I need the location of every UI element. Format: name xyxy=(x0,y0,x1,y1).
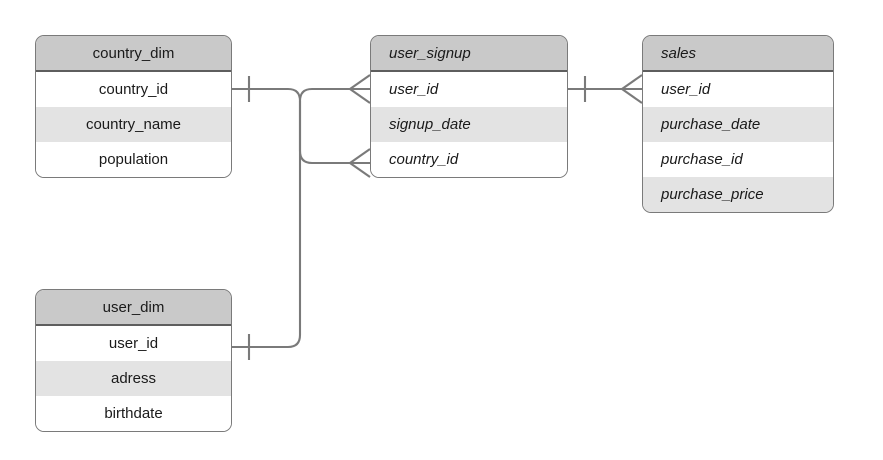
entity-title-sales: sales xyxy=(643,36,833,72)
attribute-sales-user-id[interactable]: user_id xyxy=(643,72,833,107)
attribute-purchase-price[interactable]: purchase_price xyxy=(643,177,833,212)
attribute-signup-date[interactable]: signup_date xyxy=(371,107,567,142)
attribute-adress[interactable]: adress xyxy=(36,361,231,396)
cardinality-many-signup-countryid xyxy=(349,148,371,178)
cardinality-many-sales-userid xyxy=(621,74,643,104)
entity-user-signup[interactable]: user_signup user_id signup_date country_… xyxy=(370,35,568,178)
entity-country-dim[interactable]: country_dim country_id country_name popu… xyxy=(35,35,232,178)
entity-title-user-dim: user_dim xyxy=(36,290,231,326)
attribute-country-id-fk[interactable]: country_id xyxy=(371,142,567,177)
attribute-country-name[interactable]: country_name xyxy=(36,107,231,142)
connector-trunk-vertical xyxy=(298,101,352,165)
entity-title-user-signup: user_signup xyxy=(371,36,567,72)
attribute-user-id[interactable]: user_id xyxy=(371,72,567,107)
cardinality-many-signup-userid xyxy=(349,74,371,104)
entity-sales[interactable]: sales user_id purchase_date purchase_id … xyxy=(642,35,834,213)
connector-trunk-lower xyxy=(232,101,302,349)
connector-country-to-signup xyxy=(232,87,352,103)
attribute-purchase-date[interactable]: purchase_date xyxy=(643,107,833,142)
attribute-birthdate[interactable]: birthdate xyxy=(36,396,231,431)
entity-user-dim[interactable]: user_dim user_id adress birthdate xyxy=(35,289,232,432)
attribute-country-id[interactable]: country_id xyxy=(36,72,231,107)
attribute-population[interactable]: population xyxy=(36,142,231,177)
attribute-user-dim-user-id[interactable]: user_id xyxy=(36,326,231,361)
attribute-purchase-id[interactable]: purchase_id xyxy=(643,142,833,177)
entity-title-country-dim: country_dim xyxy=(36,36,231,72)
